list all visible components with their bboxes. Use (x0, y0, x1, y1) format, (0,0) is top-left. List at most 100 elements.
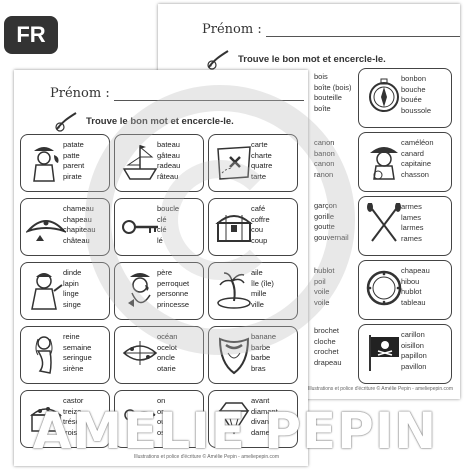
word-card: dinde lapin linge singe (20, 262, 110, 320)
word-option: ours (157, 417, 172, 427)
map-icon (214, 141, 254, 183)
word-option: barbe (251, 353, 271, 363)
word-option: château (63, 235, 90, 245)
globe-icon (120, 333, 160, 375)
instruction-text: Trouve le bon mot et encercle-le. (86, 115, 234, 127)
word-option: trésor (63, 417, 83, 427)
beard-icon (214, 333, 254, 375)
chest-icon (214, 205, 254, 247)
word-option: sirène (63, 363, 84, 373)
word-option: père (157, 268, 173, 277)
word-option: canon (314, 159, 335, 169)
word-option: hublot (314, 266, 335, 275)
word-card: océan ocelot oncle otarie (114, 326, 204, 384)
brand-watermark: AMELIE PEPIN (32, 402, 438, 460)
oars-icon (364, 202, 404, 245)
word-option: linge (63, 289, 79, 299)
word-option: boîte (bois) (314, 82, 352, 92)
pencil-icon (54, 110, 80, 132)
word-option: dame (251, 427, 270, 437)
word-option: charte (251, 150, 272, 160)
word-card: boucle clé clé lé (114, 198, 204, 256)
name-row: Prénom : (50, 86, 304, 101)
word-option: bras (251, 363, 266, 373)
word-option: tableau (401, 297, 426, 307)
word-option: tarte (251, 171, 267, 181)
name-line (265, 35, 460, 37)
name-line (113, 99, 304, 101)
word-card: on or ours os (114, 390, 204, 448)
word-option: brochet (314, 326, 340, 335)
instruction-text: Trouve le bon mot et encercle-le. (238, 53, 386, 65)
word-card: père perroquet personne princesse (114, 262, 204, 320)
word-option: gorille (314, 211, 335, 221)
flag-icon (364, 331, 404, 373)
back-left-group-5: brochet cloche crochet drapeau (314, 326, 342, 368)
word-option: goutte (314, 222, 335, 232)
pencil-icon (206, 48, 232, 70)
word-option: quatre (251, 161, 273, 171)
word-option: chapeau (401, 266, 430, 275)
word-option: bois (314, 72, 328, 81)
pirate-girl-icon (26, 269, 66, 311)
instruction-row: Trouve le bon mot et encercle-le. (206, 48, 386, 70)
word-option: bonbon (401, 74, 427, 83)
word-option: poil (314, 276, 326, 286)
word-card: carte charte quatre tarte (208, 134, 298, 192)
word-option: bouée (401, 95, 422, 105)
word-option: pirate (63, 171, 82, 181)
word-option: hibou (401, 276, 420, 286)
mermaid-icon (26, 333, 66, 375)
parrot-pirate-icon (120, 269, 160, 311)
rope-icon (120, 397, 160, 439)
word-option: or (157, 406, 164, 416)
word-option: lames (401, 212, 422, 222)
hat-icon (24, 205, 68, 247)
word-option: mille (251, 289, 267, 299)
word-option: chapiteau (63, 225, 96, 235)
word-option: carte (251, 140, 268, 149)
word-card: chapeau hibou hublot tableau (358, 260, 452, 320)
word-option: banane (251, 332, 277, 341)
word-option: carillon (401, 330, 425, 339)
word-option: boîte (314, 103, 331, 113)
word-option: chasson (401, 169, 429, 179)
word-card: bateau gâteau radeau râteau (114, 134, 204, 192)
language-badge: FR (4, 16, 58, 54)
word-option: papillon (401, 351, 427, 361)
island-icon (214, 269, 254, 311)
word-option: canon (314, 138, 335, 147)
word-option: larmes (401, 223, 424, 233)
word-option: os (157, 427, 165, 437)
word-option: otarie (157, 363, 176, 373)
treasure-icon (26, 397, 66, 439)
word-option: chapeau (63, 214, 92, 224)
word-option: personne (157, 289, 189, 299)
word-option: ocelot (157, 342, 178, 352)
word-option: patte (63, 150, 80, 160)
copyright-footer: Illustrations et police d'écriture © Amé… (134, 454, 279, 460)
word-option: parent (63, 161, 85, 171)
word-option: ranon (314, 169, 334, 179)
copyright-footer: Illustrations et police d'écriture © Amé… (308, 386, 453, 392)
word-option: aile (251, 268, 263, 277)
word-option: hublot (401, 287, 422, 297)
word-option: coup (251, 235, 268, 245)
word-option: rames (401, 233, 422, 243)
word-card: chameau chapeau chapiteau château (20, 198, 110, 256)
word-option: patate (63, 140, 84, 149)
word-option: cou (251, 225, 264, 235)
key-icon (120, 205, 160, 247)
word-card: carillon oisillon papillon pavillon (358, 324, 452, 384)
word-option: bouche (401, 84, 426, 94)
word-option: boussole (401, 105, 432, 115)
word-option: bateau (157, 140, 180, 149)
word-option: garçon (314, 201, 337, 210)
word-option: clé (157, 225, 167, 235)
word-option: oncle (157, 353, 175, 363)
pirate-icon (364, 139, 404, 181)
word-option: barbe (251, 342, 271, 352)
word-option: voile (314, 287, 330, 297)
word-option: reine (63, 332, 80, 341)
word-option: coffre (251, 214, 270, 224)
